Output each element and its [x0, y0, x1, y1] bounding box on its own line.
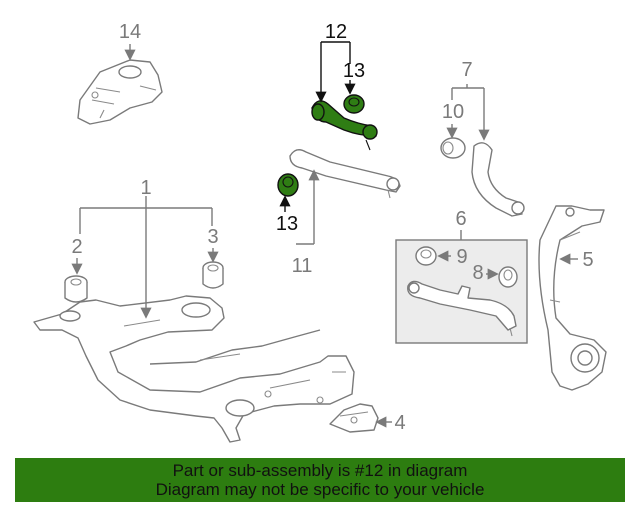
- control-arm-part-6[interactable]: [407, 280, 517, 337]
- callout-13-top: 13: [343, 60, 365, 82]
- callout-3: 3: [207, 226, 218, 248]
- mount-bushing-part-2[interactable]: [64, 275, 88, 303]
- footer-line-1: Part or sub-assembly is #12 in diagram: [172, 461, 468, 480]
- upper-control-arm-part-12[interactable]: [311, 100, 378, 151]
- callout-7: 7: [461, 59, 472, 81]
- control-arm-part-11[interactable]: [289, 149, 401, 199]
- footer-line-2: Diagram may not be specific to your vehi…: [155, 480, 485, 499]
- bracket-part-4[interactable]: [329, 403, 379, 433]
- bushing-part-13-left[interactable]: [277, 173, 299, 197]
- footer-banner: Part or sub-assembly is #12 in diagram D…: [15, 458, 625, 502]
- callout-2: 2: [71, 236, 82, 258]
- callout-8: 8: [472, 262, 483, 284]
- callout-12: 12: [325, 21, 347, 43]
- lower-arm-part-7[interactable]: [471, 142, 525, 217]
- callout-1: 1: [140, 177, 151, 199]
- callout-13-left: 13: [276, 213, 298, 235]
- callout-10: 10: [442, 101, 464, 123]
- bushing-part-9[interactable]: [415, 246, 437, 266]
- subframe-part-1[interactable]: [33, 295, 355, 443]
- callout-5: 5: [582, 249, 593, 271]
- strut-mount-part-14[interactable]: [77, 59, 163, 125]
- steering-knuckle-part-5[interactable]: [538, 205, 607, 391]
- bushing-part-10[interactable]: [440, 137, 466, 159]
- callout-6: 6: [455, 208, 466, 230]
- callout-14: 14: [119, 21, 141, 43]
- callout-9: 9: [456, 246, 467, 268]
- bushing-part-8[interactable]: [498, 266, 518, 288]
- callout-11: 11: [292, 255, 313, 277]
- mount-bushing-part-3[interactable]: [202, 261, 224, 289]
- callout-4: 4: [394, 412, 405, 434]
- bushing-part-13-top[interactable]: [343, 94, 365, 114]
